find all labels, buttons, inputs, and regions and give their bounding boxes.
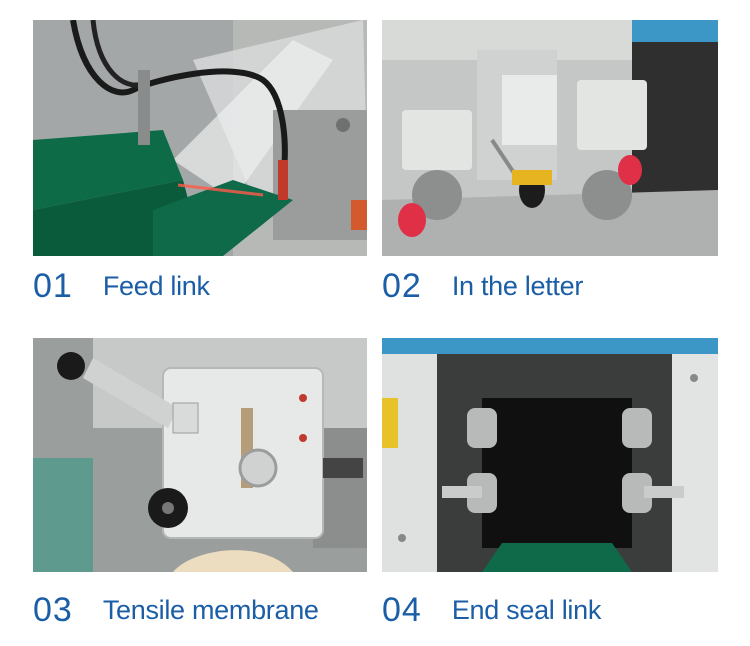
caption-feed-link: 01 Feed link [33,264,210,308]
caption-tensile-membrane: 03 Tensile membrane [33,588,319,632]
photo-in-the-letter [382,20,718,256]
panel-label: End seal link [451,594,602,625]
panel-number: 04 [382,590,422,629]
panel-number: 02 [382,266,422,305]
panel-label: Tensile membrane [102,594,319,625]
panel-number: 01 [33,266,73,305]
panel-number: 03 [33,590,73,629]
panel-label: In the letter [451,270,584,301]
caption-in-the-letter: 02 In the letter [382,264,583,308]
panel-label: Feed link [102,270,210,301]
photo-tensile-membrane [33,338,367,572]
photo-end-seal-link [382,338,718,572]
caption-end-seal-link: 04 End seal link [382,588,601,632]
photo-feed-link [33,20,367,256]
